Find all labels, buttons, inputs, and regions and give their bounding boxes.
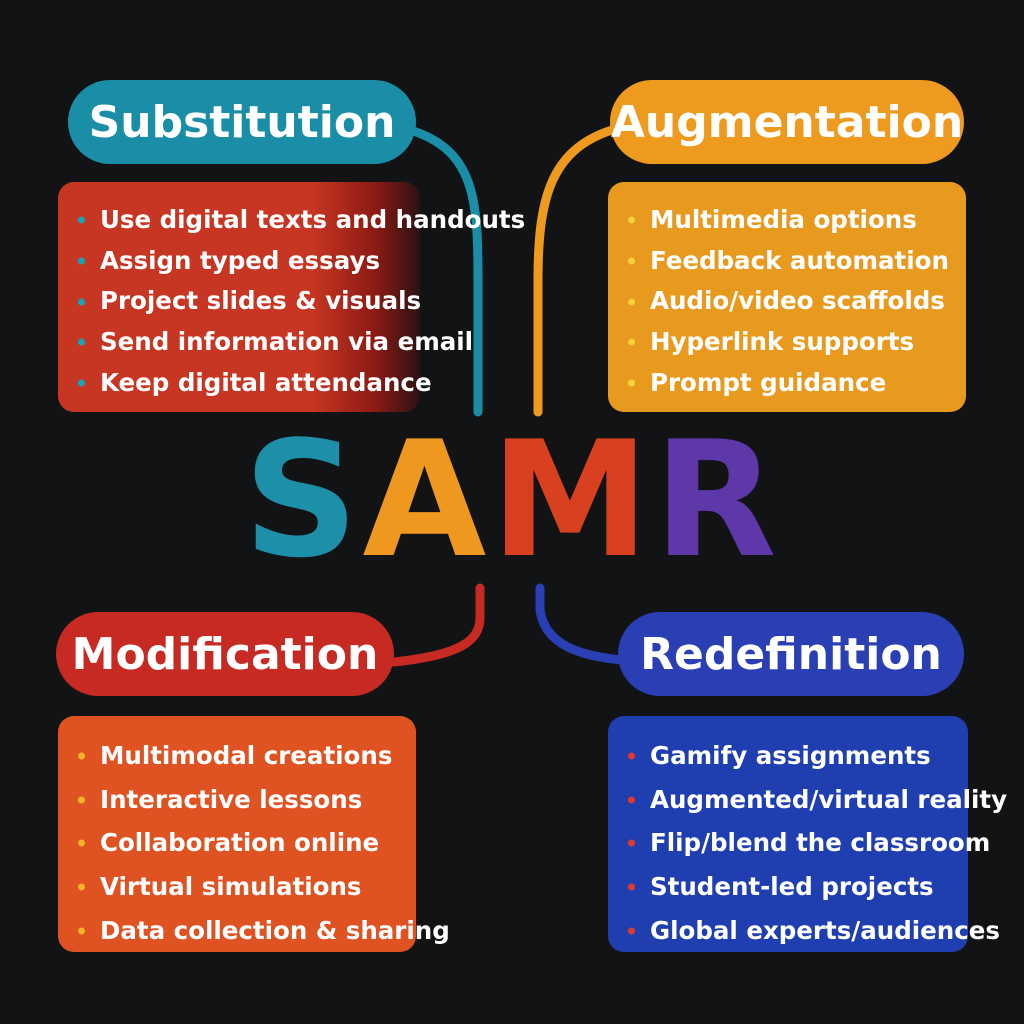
- redefinition-connector: [535, 583, 627, 665]
- augmentation-list-box: Multimedia options Feedback automation A…: [608, 182, 966, 412]
- modification-connector: [389, 583, 485, 667]
- redefinition-list: Gamify assignments Augmented/virtual rea…: [626, 734, 1007, 953]
- redefinition-heading: Redefinition: [618, 612, 964, 696]
- list-item: Flip/blend the classroom: [626, 821, 990, 865]
- title-letter-m: M: [490, 406, 654, 593]
- list-item: Hyperlink supports: [626, 322, 966, 363]
- redefinition-list-box: Gamify assignments Augmented/virtual rea…: [608, 716, 1007, 953]
- substitution-list: Use digital texts and handouts Assign ty…: [76, 200, 525, 404]
- list-item: Data collection & sharing: [76, 909, 450, 953]
- list-item: Prompt guidance: [626, 363, 966, 404]
- modification-list: Multimodal creations Interactive lessons…: [76, 734, 450, 953]
- list-item: Global experts/audiences: [626, 909, 1000, 953]
- list-item: Interactive lessons: [76, 778, 416, 822]
- list-item: Use digital texts and handouts: [76, 200, 525, 241]
- list-item: Augmented/virtual reality: [626, 778, 1007, 822]
- augmentation-heading: Augmentation: [610, 80, 964, 164]
- title-letter-r: R: [653, 406, 781, 593]
- list-item: Multimodal creations: [76, 734, 416, 778]
- modification-list-box: Multimodal creations Interactive lessons…: [58, 716, 450, 953]
- samr-title: S A M R: [243, 406, 776, 593]
- list-item: Feedback automation: [626, 241, 966, 282]
- list-item: Assign typed essays: [76, 241, 420, 282]
- list-item: Virtual simulations: [76, 865, 416, 909]
- title-letter-s: S: [243, 406, 363, 593]
- modification-heading: Modification: [56, 612, 394, 696]
- list-item: Gamify assignments: [626, 734, 968, 778]
- list-item: Keep digital attendance: [76, 363, 432, 404]
- list-item: Multimedia options: [626, 200, 966, 241]
- list-item: Audio/video scaffolds: [626, 281, 966, 322]
- list-item: Collaboration online: [76, 821, 416, 865]
- substitution-connector: [405, 125, 483, 417]
- substitution-list-box: Use digital texts and handouts Assign ty…: [58, 182, 525, 412]
- augmentation-list: Multimedia options Feedback automation A…: [626, 200, 966, 404]
- substitution-heading: Substitution: [68, 80, 416, 164]
- list-item: Send information via email: [76, 322, 473, 363]
- augmentation-connector: [533, 125, 617, 417]
- list-item: Student-led projects: [626, 865, 968, 909]
- list-item: Project slides & visuals: [76, 281, 421, 322]
- title-letter-a: A: [362, 406, 491, 593]
